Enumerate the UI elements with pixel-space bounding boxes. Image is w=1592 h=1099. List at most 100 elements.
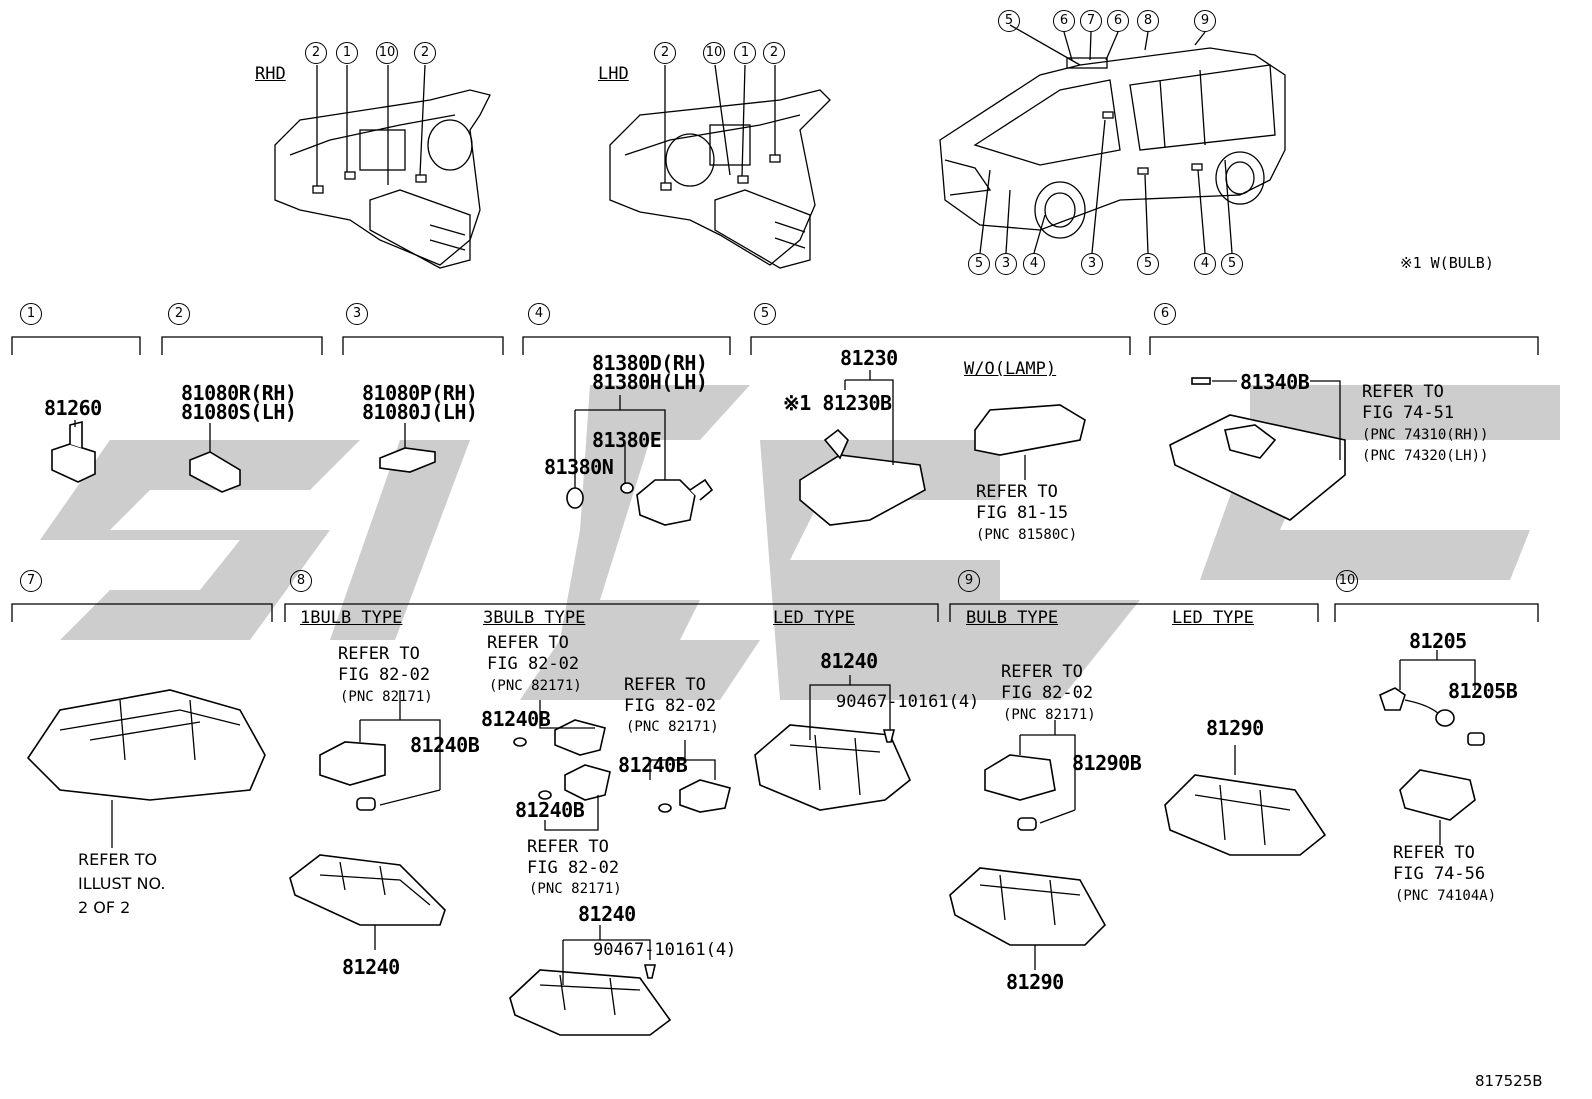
car-top-callout-6: 9 <box>1194 10 1216 32</box>
bulb-note: ※1 W(BULB) <box>1400 254 1494 272</box>
lhd-callout-4: 2 <box>763 42 785 64</box>
refer-text: REFER TO <box>1362 382 1444 402</box>
refer-text: FIG 74-56 <box>1393 864 1486 884</box>
section-number-10: 10 <box>1336 570 1358 592</box>
watermark-logo <box>40 385 1560 700</box>
part-81380-drawing <box>566 395 714 526</box>
part-number: 81240B <box>618 753 688 777</box>
part-number: 81240B <box>481 707 551 731</box>
refer-text: REFER TO <box>976 482 1058 502</box>
refer-text: (PNC 82171) <box>340 689 433 705</box>
refer-text: REFER TO <box>1393 843 1475 863</box>
refer-text: REFER TO <box>338 644 420 664</box>
car-bottom-callout-5: 5 <box>1137 253 1159 275</box>
refer-text: (PNC 74104A) <box>1395 888 1497 904</box>
refer-text: (PNC 74320(LH)) <box>1362 448 1489 464</box>
car-illustration <box>939 24 1286 254</box>
refer-text: ILLUST NO. <box>78 874 166 893</box>
part-81080p-drawing <box>379 423 436 473</box>
screw-number: 90467-10161(4) <box>836 692 980 712</box>
part-3bulb-drawing <box>509 700 731 1036</box>
lhd-label: LHD <box>598 64 629 84</box>
lhd-callout-2: 10 <box>703 42 725 64</box>
illustration-code: 817525B <box>1475 1072 1543 1090</box>
rhd-callout-2: 1 <box>336 42 358 64</box>
refer-text: REFER TO <box>1001 662 1083 682</box>
part-number: 81205B <box>1448 679 1518 703</box>
refer-text: (PNC 82171) <box>489 678 582 694</box>
part-number: 81260 <box>44 396 102 420</box>
part-number: 81240B <box>515 798 585 822</box>
type-title: 3BULB TYPE <box>483 608 586 628</box>
section-number-5: 5 <box>754 303 776 325</box>
car-top-callout-2: 6 <box>1053 10 1075 32</box>
part-number: 81380E <box>592 428 662 452</box>
car-bottom-callout-4: 3 <box>1081 253 1103 275</box>
part-number: 81080R(RH) <box>181 381 297 405</box>
screw-number: 90467-10161(4) <box>593 940 737 960</box>
part-number: ※1 81230B <box>783 391 892 415</box>
refer-text: (PNC 82171) <box>1003 707 1096 723</box>
rhd-dashboard-illustration <box>274 64 491 269</box>
part-81340-drawing <box>1169 377 1346 521</box>
section-number-9: 9 <box>958 570 980 592</box>
section-number-1: 1 <box>20 303 42 325</box>
refer-text: FIG 81-15 <box>976 503 1069 523</box>
lhd-callout-1: 2 <box>654 42 676 64</box>
part-number: 81340B <box>1240 370 1310 394</box>
refer-text: REFER TO <box>624 675 706 695</box>
refer-text: (PNC 74310(RH)) <box>1362 427 1489 443</box>
car-top-callout-4: 6 <box>1107 10 1129 32</box>
part-console-drawing <box>26 689 266 848</box>
part-81290-bulb-drawing <box>949 720 1106 970</box>
rhd-callout-3: 10 <box>376 42 398 64</box>
part-number: 81240 <box>578 902 636 926</box>
part-number: 81290 <box>1206 716 1264 740</box>
part-81205-drawing <box>1379 650 1485 845</box>
part-led-81240-drawing <box>754 675 911 811</box>
car-bottom-callout-1: 5 <box>968 253 990 275</box>
part-1bulb-drawing <box>289 690 446 950</box>
part-number: 81240B <box>410 733 480 757</box>
part-number: 81380N <box>544 455 614 479</box>
refer-text: FIG 82-02 <box>527 858 620 878</box>
rhd-callout-1: 2 <box>305 42 327 64</box>
type-title: LED TYPE <box>773 608 855 628</box>
refer-text: FIG 74-51 <box>1362 403 1455 423</box>
type-title: LED TYPE <box>1172 608 1254 628</box>
refer-text: FIG 82-02 <box>487 654 580 674</box>
part-number: 81240 <box>342 955 400 979</box>
refer-text: REFER TO <box>487 633 569 653</box>
wo-lamp-label: W/O(LAMP) <box>964 359 1057 379</box>
part-number: 81290B <box>1072 751 1142 775</box>
car-top-callout-5: 8 <box>1137 10 1159 32</box>
part-81080-drawing <box>189 423 241 493</box>
type-title: BULB TYPE <box>966 608 1059 628</box>
car-bottom-callout-7: 5 <box>1221 253 1243 275</box>
part-number: 81380H(LH) <box>592 370 708 394</box>
part-number: 81230 <box>840 346 898 370</box>
car-top-callout-3: 7 <box>1080 10 1102 32</box>
part-number: 81080J(LH) <box>362 400 478 424</box>
section-number-2: 2 <box>168 303 190 325</box>
part-number: 81380D(RH) <box>592 351 708 375</box>
car-bottom-callout-2: 3 <box>995 253 1017 275</box>
part-number: 81080P(RH) <box>362 381 478 405</box>
refer-text: 2 OF 2 <box>78 898 131 917</box>
part-number: 81205 <box>1409 629 1467 653</box>
part-81230-drawing <box>799 370 1086 526</box>
part-number: 81290 <box>1006 970 1064 994</box>
refer-text: REFER TO <box>527 837 609 857</box>
part-number: 81080S(LH) <box>181 400 297 424</box>
part-81260-drawing <box>51 420 96 483</box>
refer-text: FIG 82-02 <box>1001 683 1094 703</box>
type-title: 1BULB TYPE <box>300 608 403 628</box>
section-number-6: 6 <box>1154 303 1176 325</box>
section-number-7: 7 <box>20 570 42 592</box>
part-81290-led-drawing <box>1164 745 1327 856</box>
section-number-3: 3 <box>346 303 368 325</box>
part-number: 81240 <box>820 649 878 673</box>
refer-text: FIG 82-02 <box>338 665 431 685</box>
refer-text: (PNC 82171) <box>529 881 622 897</box>
